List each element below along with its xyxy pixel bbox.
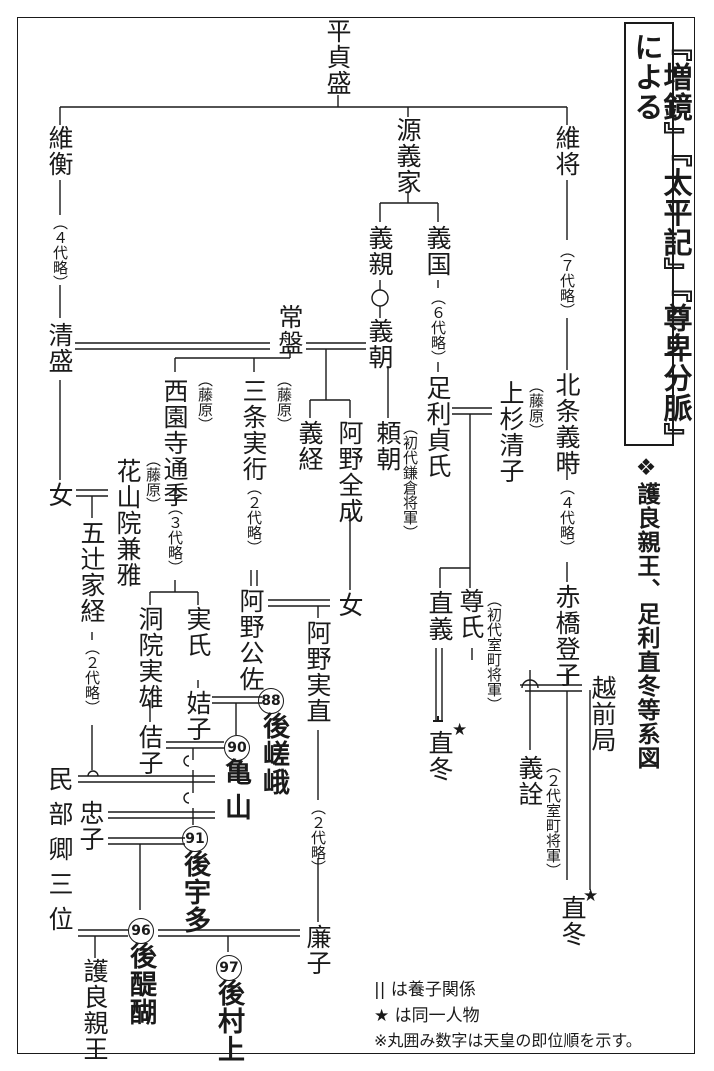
person-kiyomori: 清盛 (45, 322, 74, 374)
person-tadako: 忠子 (76, 800, 105, 852)
person-toin-saneo: 洞院実雄 (135, 606, 164, 710)
person-yoshichika: 義親 (365, 225, 394, 277)
chart-frame (17, 17, 695, 1054)
person-echizen-no-tsubone: 越前局 (588, 675, 617, 753)
emperor-number-go-uda: 91 (182, 826, 208, 852)
person-sanuji: 実氏 (183, 606, 212, 658)
source-title-box: 『増鏡』『太平記』『尊卑分脈』による (624, 22, 693, 446)
note-2dai-a: （２代略） (245, 480, 263, 555)
person-tadafuyu-1: 直冬 (425, 730, 454, 782)
person-saionji-michisue: 西園寺通季 (160, 378, 189, 508)
person-ashikaga-sadauji: 足利貞氏 (423, 375, 452, 479)
note-fujiwara-1: （藤原） (196, 372, 214, 432)
legend-adoption: || は養子関係 (374, 975, 476, 1000)
person-kishi: 佶子 (135, 724, 164, 776)
person-koremasa: 維将 (552, 125, 581, 177)
person-tokiwa: 常盤 (275, 304, 304, 356)
person-sanjo-saneyuki: 三条実行 (239, 378, 268, 482)
note-7dai: （７代略） (558, 243, 576, 318)
person-akahashi-toshi: 赤橋登子 (552, 584, 581, 688)
note-fujiwara-3: （藤原） (144, 452, 162, 512)
person-onna-2: 女 (335, 592, 364, 618)
person-yoshitomo: 義朝 (365, 318, 394, 370)
person-taira-sadamori: 平貞盛 (323, 18, 352, 96)
person-onna-1: 女 (45, 482, 74, 508)
emperor-go-uda: 後宇多 (179, 850, 210, 934)
note-4dai-a: （４代略） (51, 215, 69, 290)
emperor-kameyama: 亀山 (220, 758, 251, 828)
legend-same-text: は同一人物 (394, 1006, 480, 1026)
person-kitsushi: 姞子 (183, 690, 212, 742)
star-marker-2: ★ (583, 886, 599, 906)
person-morinaga: 護良親王 (80, 958, 109, 1062)
star-marker-1: ★ (452, 720, 468, 740)
person-ano-zenjo: 阿野全成 (335, 420, 364, 524)
emperor-number-go-daigo: 96 (128, 918, 154, 944)
person-ano-kinsuke: 阿野公佐 (236, 588, 265, 692)
person-minbukyo-sanmi: 民部卿三位 (45, 766, 74, 941)
person-renshi: 廉子 (303, 924, 332, 976)
person-hojo-yoshitoki: 北条義時 (552, 372, 581, 476)
note-2dai-b: （２代略） (83, 640, 101, 715)
person-goinoji-ietsune: 五辻家経 (77, 520, 106, 624)
person-uesugi-kiyoko: 上杉清子 (496, 380, 525, 484)
note-3dai: （３代略） (166, 500, 184, 575)
person-tadayoshi: 直義 (425, 590, 454, 642)
person-minamoto-yoshiie: 源義家 (393, 117, 422, 195)
person-yoritomo: 頼朝 (373, 420, 402, 472)
emperor-go-saga: 後嵯峨 (258, 712, 289, 796)
legend-adoption-text: は養子関係 (390, 980, 476, 1000)
note-shodai-kamakura: （初代鎌倉将軍） (401, 420, 419, 540)
person-koremori: 維衡 (45, 125, 74, 177)
emperor-number-go-murakami: 97 (216, 955, 242, 981)
legend-adoption-symbol: || (374, 980, 386, 1000)
emperor-number-go-saga: 88 (258, 688, 284, 714)
emperor-number-kameyama: 90 (224, 735, 250, 761)
note-shodai-muromachi: （初代室町将軍） (485, 592, 503, 712)
legend-same-symbol: ★ (374, 1006, 390, 1026)
legend-note: ※丸囲み数字は天皇の即位順を示す。 (374, 1031, 642, 1050)
emperor-go-daigo: 後醍醐 (125, 942, 156, 1026)
person-takauji: 尊氏 (456, 588, 485, 640)
legend-same: ★ は同一人物 (374, 1001, 480, 1026)
source-title: 『増鏡』『太平記』『尊卑分脈』による (630, 32, 693, 439)
emperor-go-murakami: 後村上 (213, 979, 244, 1063)
note-6dai: （６代略） (429, 290, 447, 365)
note-fujiwara-4: （藤原） (527, 378, 545, 438)
note-fujiwara-2: （藤原） (275, 372, 293, 432)
person-yoshiakira: 義詮 (515, 755, 544, 807)
person-yoshitsune: 義経 (295, 420, 324, 472)
person-kazanin-kanemasa: 花山院兼雅 (113, 458, 142, 588)
person-ano-sanenao: 阿野実直 (303, 620, 332, 724)
note-4dai-b: （４代略） (558, 480, 576, 555)
note-2dai-c: （２代略） (309, 800, 327, 875)
note-nidai-muromachi: （２代室町将軍） (544, 758, 562, 878)
person-tadafuyu-2: 直冬 (558, 895, 587, 947)
person-yoshikuni: 義国 (423, 225, 452, 277)
chart-subtitle: ❖護良親王、足利直冬等系図 (633, 455, 659, 770)
